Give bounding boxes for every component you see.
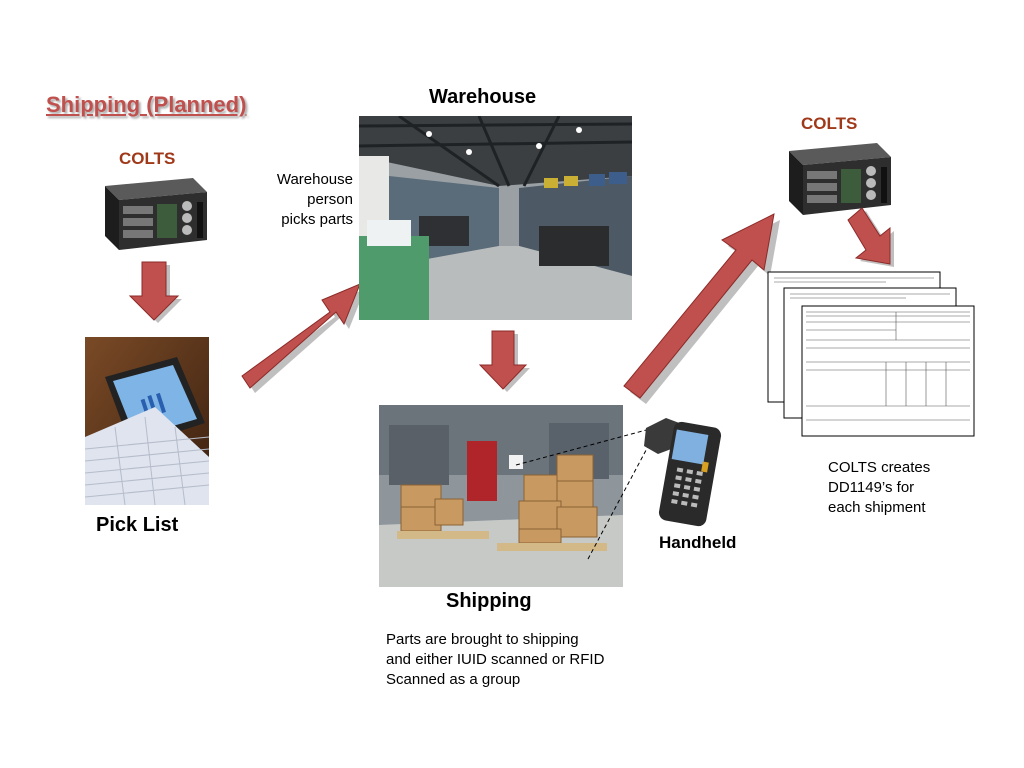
warehouse-heading: Warehouse bbox=[429, 86, 537, 108]
pick-list-label: Pick List bbox=[96, 514, 179, 536]
caption-line: each shipment bbox=[828, 499, 926, 516]
arrow-icon bbox=[236, 278, 370, 394]
handheld-scanner-icon bbox=[644, 418, 728, 528]
shipping-caption: Parts are brought to shipping and either… bbox=[386, 630, 656, 690]
caption-line: Parts are brought to shipping bbox=[386, 631, 579, 648]
handheld-label: Handheld bbox=[659, 533, 737, 552]
shipping-heading: Shipping bbox=[446, 590, 532, 612]
server-icon bbox=[97, 172, 210, 252]
scan-lines bbox=[510, 425, 670, 565]
caption-line: DD1149’s for bbox=[828, 479, 915, 496]
caption-line: and either IUID scanned or RFID bbox=[386, 651, 605, 668]
warehouse-caption: Warehouse person picks parts bbox=[250, 170, 353, 230]
arrow-icon bbox=[618, 206, 796, 406]
document-stack-icon bbox=[766, 270, 976, 440]
shipping-image bbox=[379, 405, 623, 587]
caption-line: Warehouse bbox=[276, 171, 353, 188]
server-icon bbox=[781, 137, 894, 217]
caption-line: picks parts bbox=[281, 211, 353, 228]
colts-label-right: COLTS bbox=[801, 114, 858, 133]
pick-list-image bbox=[85, 337, 209, 505]
caption-line: COLTS creates bbox=[828, 459, 931, 476]
slide-title: Shipping (Planned) bbox=[46, 92, 247, 117]
arrow-icon bbox=[842, 206, 902, 272]
warehouse-image bbox=[359, 116, 632, 320]
caption-line: Scanned as a group bbox=[386, 671, 521, 688]
colts-label-left: COLTS bbox=[119, 149, 176, 168]
arrow-icon bbox=[126, 258, 182, 324]
caption-line: person bbox=[307, 191, 353, 208]
arrow-icon bbox=[476, 327, 530, 393]
colts-caption: COLTS creates DD1149’s for each shipment bbox=[828, 458, 968, 518]
